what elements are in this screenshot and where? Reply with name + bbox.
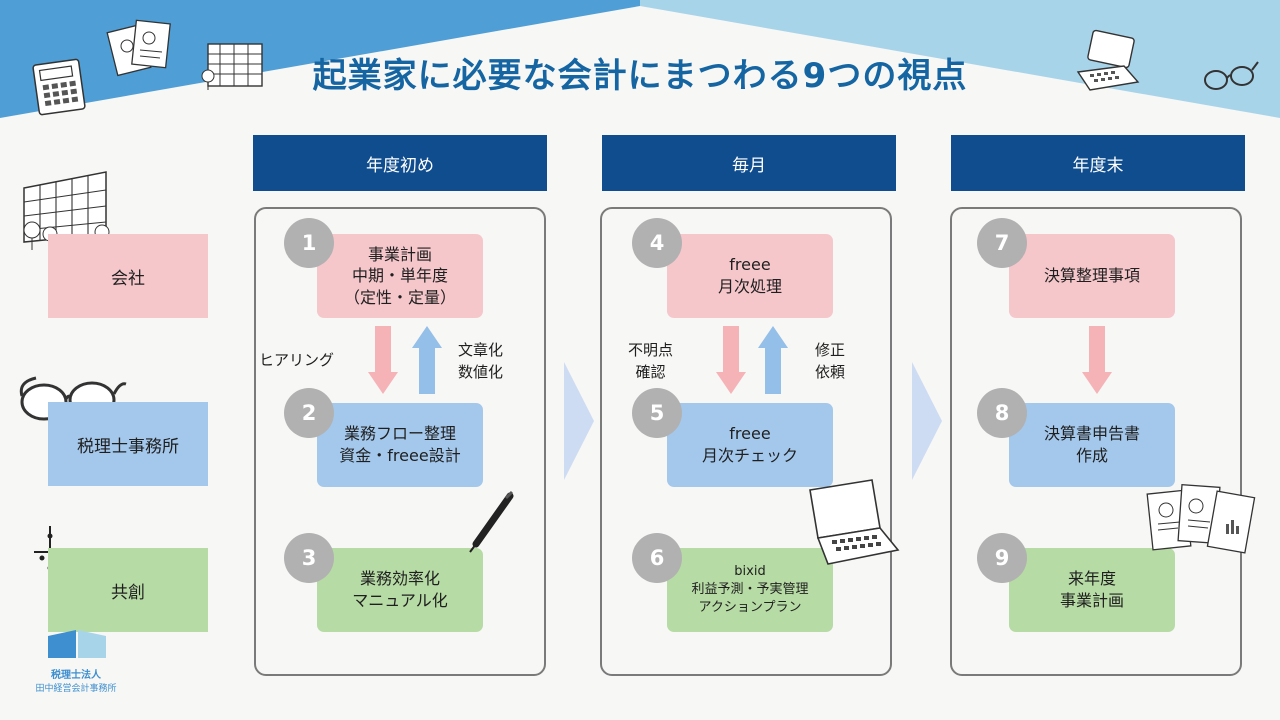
logo-line-1: 税理士法人 bbox=[51, 670, 101, 681]
note-docs: 文章化 数値化 bbox=[458, 340, 503, 384]
step-box-4: freee 月次処理 bbox=[667, 234, 833, 318]
step-box-1: 事業計画 中期・単年度 （定性・定量） bbox=[317, 234, 483, 318]
row-label-tax-office: 税理士事務所 bbox=[48, 402, 208, 486]
step-box-5: freee 月次チェック bbox=[667, 403, 833, 487]
arrow-down-icon bbox=[368, 326, 398, 394]
step-box-2: 業務フロー整理 資金・freee設計 bbox=[317, 403, 483, 487]
arrow-up-icon bbox=[412, 326, 442, 394]
column-header-monthly: 毎月 bbox=[602, 135, 896, 191]
step-8-line-2: 作成 bbox=[1075, 446, 1108, 465]
step-number-6: 6 bbox=[632, 533, 682, 583]
step-6-line-1: bixid bbox=[734, 563, 766, 579]
note-unclear-line-2: 確認 bbox=[635, 362, 666, 381]
step-2-line-2: 資金・freee設計 bbox=[339, 446, 461, 465]
step-4-line-1: freee bbox=[729, 255, 771, 275]
step-box-3: 業務効率化 マニュアル化 bbox=[317, 548, 483, 632]
step-1-line-2: 中期・単年度 bbox=[351, 266, 448, 286]
calculator-icon bbox=[32, 58, 86, 116]
laptop-icon bbox=[809, 479, 900, 565]
note-fix: 修正 依頼 bbox=[815, 340, 845, 384]
note-unclear-line-1: 不明点 bbox=[628, 341, 674, 359]
step-box-9: 来年度 事業計画 bbox=[1009, 548, 1175, 632]
step-1-line-1: 事業計画 bbox=[367, 244, 432, 264]
step-9-line-2: 事業計画 bbox=[1059, 591, 1124, 610]
note-fix-line-1: 修正 bbox=[815, 341, 846, 359]
row-label-company: 会社 bbox=[48, 234, 208, 318]
step-number-5: 5 bbox=[632, 388, 682, 438]
documents-icon bbox=[106, 19, 171, 77]
company-logo: 税理士法人 田中経営会計事務所 bbox=[24, 628, 128, 694]
building-icon bbox=[201, 43, 263, 90]
row-label-cocreation: 共創 bbox=[48, 548, 208, 632]
column-header-year-start: 年度初め bbox=[253, 135, 547, 191]
chevron-right-icon bbox=[912, 362, 942, 480]
step-5-line-2: 月次チェック bbox=[701, 446, 798, 465]
note-docs-line-2: 数値化 bbox=[458, 362, 504, 381]
panel-monthly bbox=[600, 207, 892, 676]
step-4-line-2: 月次処理 bbox=[717, 277, 782, 296]
step-number-9: 9 bbox=[977, 533, 1027, 583]
step-2-line-1: 業務フロー整理 bbox=[343, 424, 456, 444]
note-docs-line-1: 文章化 bbox=[458, 341, 504, 359]
step-9-line-1: 来年度 bbox=[1067, 569, 1116, 589]
step-8-line-1: 決算書申告書 bbox=[1043, 424, 1140, 444]
step-number-3: 3 bbox=[284, 533, 334, 583]
building-icon bbox=[23, 171, 110, 250]
panel-year-start bbox=[254, 207, 546, 676]
step-1-line-3: （定性・定量） bbox=[343, 287, 456, 307]
step-6-line-2: 利益予測・予実管理 bbox=[691, 581, 809, 597]
page-title: 起業家に必要な会計にまつわる9つの視点 bbox=[312, 56, 968, 96]
step-number-1: 1 bbox=[284, 218, 334, 268]
laptop-icon bbox=[1076, 29, 1140, 91]
note-hearing: ヒアリング bbox=[259, 351, 335, 369]
logo-mark-icon bbox=[48, 630, 106, 658]
step-number-8: 8 bbox=[977, 388, 1027, 438]
panel-year-end bbox=[950, 207, 1242, 676]
step-box-6: bixid 利益予測・予実管理 アクションプラン bbox=[667, 548, 833, 632]
step-7-line-1: 決算整理事項 bbox=[1043, 266, 1140, 286]
arrow-down-icon bbox=[1082, 326, 1112, 394]
pen-icon bbox=[469, 490, 514, 553]
chevron-right-icon bbox=[564, 362, 594, 480]
logo-line-2: 田中経営会計事務所 bbox=[35, 684, 117, 694]
arrow-up-icon bbox=[758, 326, 788, 394]
step-3-line-2: マニュアル化 bbox=[352, 591, 448, 610]
step-number-7: 7 bbox=[977, 218, 1027, 268]
documents-icon bbox=[1146, 484, 1256, 554]
step-5-line-1: freee bbox=[729, 424, 771, 444]
note-unclear: 不明点 確認 bbox=[628, 340, 673, 384]
step-box-8: 決算書申告書 作成 bbox=[1009, 403, 1175, 487]
step-number-4: 4 bbox=[632, 218, 682, 268]
glasses-icon bbox=[1204, 61, 1259, 90]
step-6-line-3: アクションプラン bbox=[698, 600, 802, 616]
arrow-down-icon bbox=[716, 326, 746, 394]
step-box-7: 決算整理事項 bbox=[1009, 234, 1175, 318]
step-3-line-1: 業務効率化 bbox=[359, 569, 440, 589]
column-header-year-end: 年度末 bbox=[951, 135, 1245, 191]
header-band-right bbox=[640, 0, 1280, 118]
step-number-2: 2 bbox=[284, 388, 334, 438]
note-fix-line-2: 依頼 bbox=[815, 362, 846, 381]
